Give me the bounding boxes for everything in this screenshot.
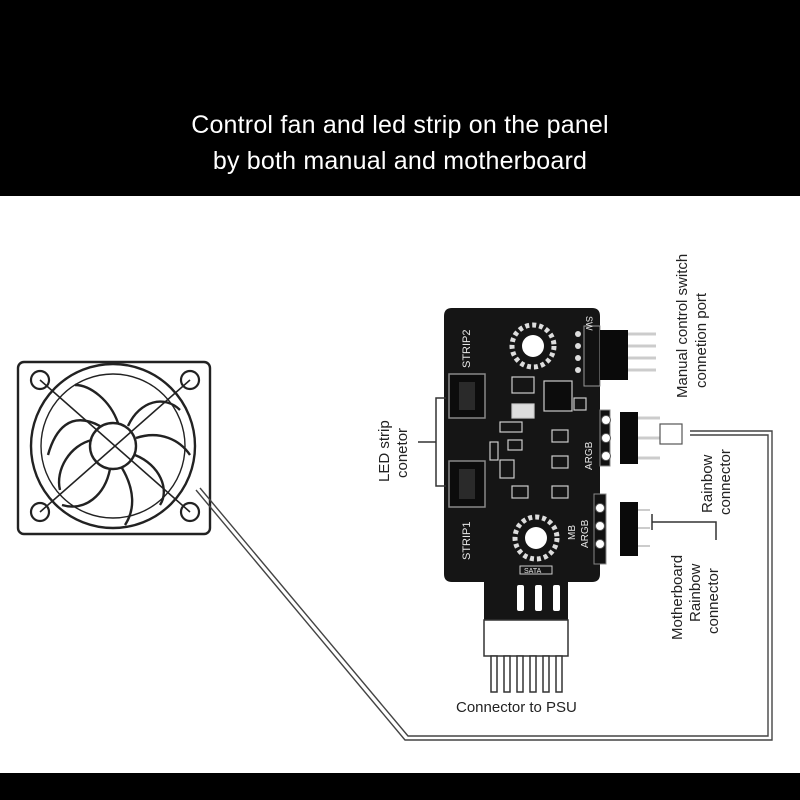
strip2-silkscreen: STRIP2 bbox=[461, 329, 473, 368]
mb-rainbow-label-3: connector bbox=[705, 568, 722, 634]
control-board bbox=[444, 308, 683, 620]
sata-silkscreen: SATA bbox=[524, 568, 542, 575]
led-strip-label-1: LED strip bbox=[376, 420, 393, 482]
headline-line-1: Control fan and led strip on the panel bbox=[191, 111, 609, 139]
manual-switch-label-2: connetion port bbox=[693, 292, 710, 388]
argb-silkscreen: ARGB bbox=[584, 441, 595, 470]
mb-rainbow-label-2: Rainbow bbox=[687, 563, 704, 622]
strip1-silkscreen: STRIP1 bbox=[461, 521, 473, 560]
header-band bbox=[0, 0, 800, 196]
mb-argb-silkscreen: ARGB bbox=[580, 519, 591, 548]
smd-components bbox=[489, 376, 587, 499]
fan-wire bbox=[195, 430, 773, 741]
rainbow-label-2: connector bbox=[717, 449, 734, 515]
sw-silkscreen: SW bbox=[584, 316, 594, 331]
mb-rainbow-label-1: Motherboard bbox=[669, 555, 686, 640]
headline-line-2: by both manual and motherboard bbox=[212, 147, 588, 175]
sata-slots bbox=[517, 585, 560, 611]
fan-icon bbox=[16, 360, 212, 536]
argb-header bbox=[599, 409, 683, 467]
psu-label: Connector to PSU bbox=[456, 699, 577, 716]
mb-argb-header bbox=[593, 493, 650, 565]
mb-rainbow-bracket bbox=[652, 521, 717, 540]
led-strip-label-2: conetor bbox=[394, 428, 411, 478]
sw-header bbox=[575, 325, 656, 387]
rainbow-label-1: Rainbow bbox=[699, 454, 716, 513]
manual-switch-label-1: Manual control switch bbox=[674, 254, 691, 398]
psu-connector bbox=[483, 619, 569, 693]
footer-band bbox=[0, 773, 800, 800]
wiring-diagram: STRIP2 STRIP1 SW ARGB MB ARGB SATA Manua… bbox=[16, 254, 773, 741]
screw-hole-bottom bbox=[512, 514, 560, 562]
mb-silkscreen: MB bbox=[567, 525, 578, 540]
screw-hole-top bbox=[509, 322, 557, 370]
